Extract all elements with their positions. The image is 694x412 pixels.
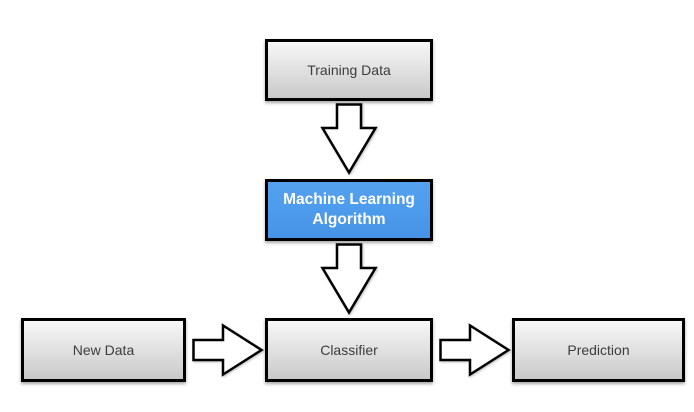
node-machine-learning-algorithm: Machine Learning Algorithm (265, 179, 433, 241)
right-arrow-classifier-to-prediction (439, 323, 511, 377)
node-classifier-label: Classifier (320, 342, 378, 358)
node-new-data-label: New Data (72, 342, 135, 358)
node-prediction-label: Prediction (567, 342, 630, 358)
node-ml-algorithm-label-line1: Machine Learning (283, 191, 415, 208)
node-training-data-label: Training Data (307, 62, 391, 78)
right-arrow-newdata-to-classifier (192, 323, 264, 377)
node-new-data: New Data (21, 318, 186, 382)
down-block-arrow-icon (320, 103, 378, 175)
right-block-arrow-icon (192, 323, 264, 377)
node-classifier: Classifier (265, 318, 433, 382)
right-block-arrow-icon (439, 323, 511, 377)
down-block-arrow-icon (320, 243, 378, 315)
node-ml-algorithm-label-line2: Algorithm (312, 211, 386, 228)
node-prediction: Prediction (512, 318, 685, 382)
down-arrow-training-to-algorithm (320, 103, 378, 175)
node-training-data: Training Data (265, 39, 433, 101)
down-arrow-algorithm-to-classifier (320, 243, 378, 315)
